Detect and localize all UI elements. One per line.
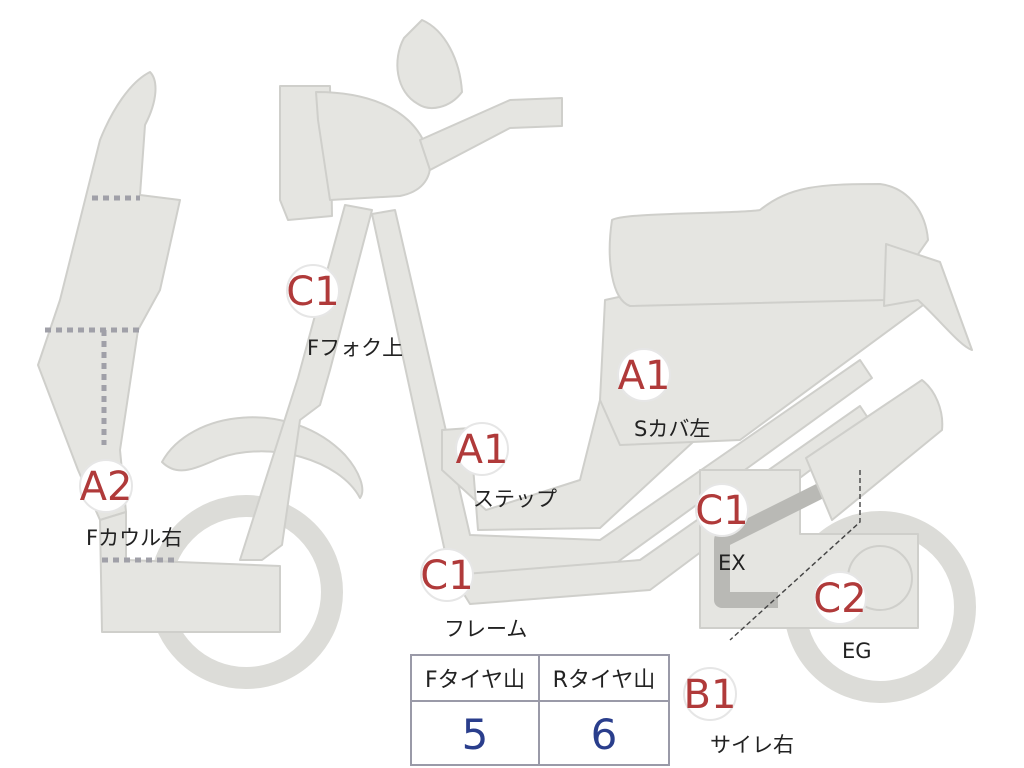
badge-muffler: B1 サイレ右 [683,667,794,757]
front-cowl [37,71,181,521]
svg-text:C1: C1 [420,553,473,599]
svg-text:C1: C1 [286,269,339,315]
svg-text:フレーム: フレーム [444,617,527,641]
mirror [396,19,463,109]
badge-ex: C1 EX [695,483,749,575]
svg-text:EG: EG [842,639,872,663]
badge-step: A1 ステップ [455,422,557,511]
seat [608,183,929,307]
leader-muffler [729,470,861,641]
svg-text:Sカバ左: Sカバ左 [634,417,710,441]
svg-text:A1: A1 [618,353,671,399]
handlebar [419,97,563,171]
badge-cowl: A2 Fカウル右 [79,459,182,550]
svg-text:サイレ右: サイレ右 [710,733,794,757]
svg-text:Fカウル右: Fカウル右 [86,526,182,550]
svg-text:B1: B1 [684,672,737,718]
svg-text:A2: A2 [80,464,133,510]
svg-text:C1: C1 [695,488,748,534]
front-fender [161,416,364,499]
svg-text:ステップ: ステップ [473,487,557,511]
muffler [805,379,944,521]
rear-tire-value: 6 [590,709,618,759]
badge-scover: A1 Sカバ左 [617,348,710,441]
rear-tire-header: Rタイヤ山 [540,656,668,702]
front-tire-value: 5 [412,702,540,766]
front-fork [239,204,373,561]
front-tire-header: Fタイヤ山 [412,656,540,702]
svg-text:C2: C2 [813,576,866,622]
tail [883,243,973,351]
head-cover [315,91,432,201]
badge-fork: C1 Fフォク上 [286,264,403,360]
badge-frame: C1 フレーム [420,548,527,641]
badge-eg: C2 EG [813,571,872,663]
svg-text:Fフォク上: Fフォク上 [307,336,403,360]
cowl-lower [99,511,281,633]
svg-text:EX: EX [718,551,746,575]
tire-tread-table: Fタイヤ山 Rタイヤ山 5 6 [410,654,670,766]
exhaust-pipe [714,478,834,608]
svg-text:A1: A1 [456,427,509,473]
